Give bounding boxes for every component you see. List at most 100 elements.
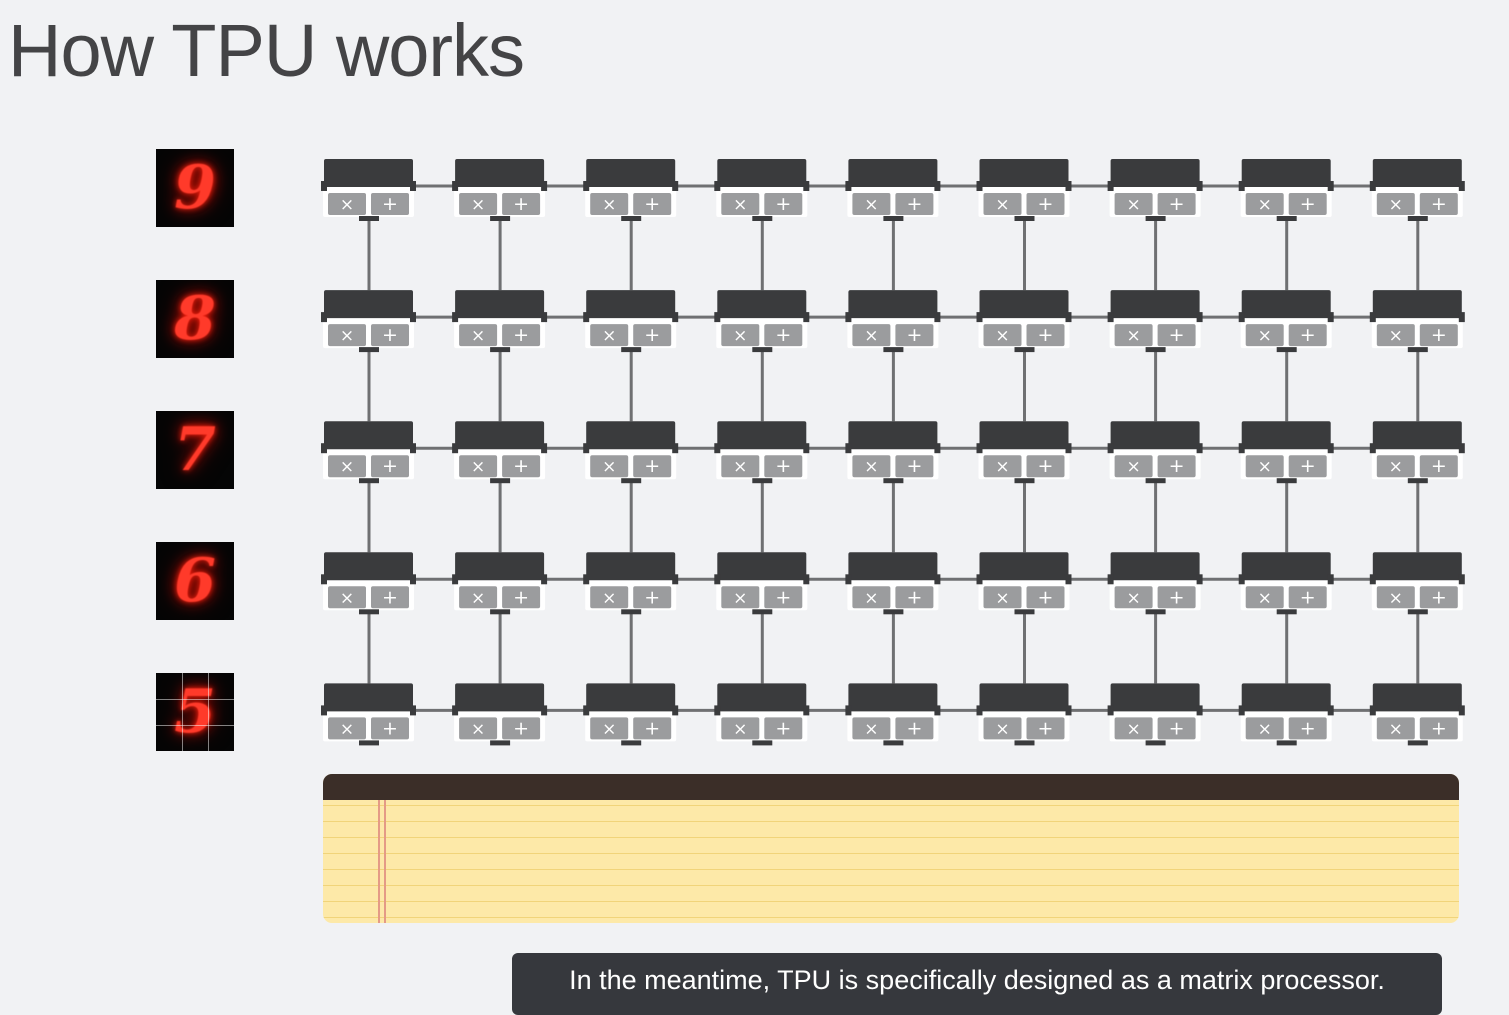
multiply-icon: ×: [995, 326, 1009, 346]
plus-icon: +: [1038, 586, 1054, 608]
cell-register: [1372, 552, 1462, 581]
cell-connector: [541, 312, 548, 323]
cell-connector: [1369, 181, 1376, 191]
plus-icon: +: [1300, 193, 1316, 215]
cell-connector: [1196, 705, 1203, 716]
plus-icon: +: [382, 324, 398, 346]
cell-connector: [490, 609, 511, 615]
plus-icon: +: [1431, 586, 1447, 608]
notepad-binding: [323, 774, 1459, 800]
cell-connector: [583, 181, 590, 191]
cell-connector: [883, 740, 904, 746]
cell-connector: [583, 705, 590, 716]
add-unit: [1288, 717, 1327, 740]
cell-connector: [1458, 574, 1465, 585]
multiply-icon: ×: [1126, 457, 1140, 477]
plus-icon: +: [1431, 324, 1447, 346]
multiply-icon: ×: [1258, 588, 1272, 608]
add-unit: [371, 586, 409, 609]
multiply-icon: ×: [602, 326, 616, 346]
cell-connector: [1196, 443, 1203, 454]
add-unit: [633, 324, 672, 347]
cell-connector: [976, 312, 983, 323]
multiply-icon: ×: [995, 457, 1009, 477]
add-unit: [764, 455, 803, 478]
cell-connector: [452, 312, 459, 323]
cell-connector: [410, 443, 416, 454]
multiply-unit: [983, 455, 1022, 478]
add-unit: [1026, 193, 1065, 215]
cell-connector: [845, 443, 852, 454]
cell-connector: [1107, 181, 1114, 191]
cell-connector: [883, 609, 904, 615]
add-unit: [502, 586, 541, 609]
cell-connector: [1327, 705, 1334, 716]
plus-icon: +: [1169, 455, 1185, 477]
cell-connector: [752, 478, 773, 484]
cell-connector: [1327, 574, 1334, 585]
add-unit: [633, 586, 672, 609]
multiply-unit: [459, 193, 498, 215]
multiply-icon: ×: [471, 326, 485, 346]
cell-connector: [1407, 347, 1428, 353]
cell-connector: [621, 347, 642, 353]
cell-connector: [1327, 181, 1334, 191]
plus-icon: +: [382, 586, 398, 608]
multiply-unit: [721, 324, 760, 347]
cell-register: [979, 290, 1069, 319]
multiply-icon: ×: [733, 457, 747, 477]
cell-register: [848, 159, 938, 187]
cell-register: [1241, 683, 1331, 712]
multiply-icon: ×: [864, 326, 878, 346]
add-unit: [502, 193, 541, 215]
cell-connector: [1014, 609, 1035, 615]
add-unit: [1419, 324, 1458, 347]
cell-connector: [803, 312, 810, 323]
multiply-icon: ×: [733, 719, 747, 739]
cell-connector: [490, 740, 511, 746]
plus-icon: +: [382, 717, 398, 739]
multiply-icon: ×: [1126, 326, 1140, 346]
cell-connector: [752, 347, 773, 353]
multiply-icon: ×: [602, 195, 616, 215]
cell-connector: [1458, 312, 1465, 323]
multiply-unit: [590, 717, 629, 740]
cell-register: [586, 421, 676, 450]
cell-connector: [1145, 478, 1166, 484]
cell-connector: [583, 574, 590, 585]
plus-icon: +: [644, 324, 660, 346]
multiply-icon: ×: [471, 588, 485, 608]
cell-connector: [1065, 443, 1072, 454]
cell-connector: [976, 574, 983, 585]
cell-connector: [490, 216, 511, 221]
cell-connector: [752, 609, 773, 615]
cell-register: [717, 290, 807, 319]
multiply-unit: [721, 717, 760, 740]
add-unit: [1419, 193, 1458, 215]
add-unit: [502, 324, 541, 347]
cell-connector: [1276, 347, 1297, 353]
pixel-gridline: [182, 673, 183, 751]
multiply-unit: [1114, 586, 1153, 609]
multiply-unit: [328, 455, 366, 478]
cell-connector: [976, 705, 983, 716]
add-unit: [1288, 324, 1327, 347]
plus-icon: +: [1038, 717, 1054, 739]
plus-icon: +: [775, 455, 791, 477]
cell-register: [848, 683, 938, 712]
add-unit: [502, 455, 541, 478]
cell-connector: [752, 740, 773, 746]
cell-register: [1241, 290, 1331, 319]
plus-icon: +: [775, 717, 791, 739]
multiply-unit: [1245, 455, 1284, 478]
plus-icon: +: [513, 586, 529, 608]
cell-connector: [541, 181, 548, 191]
multiply-icon: ×: [1126, 588, 1140, 608]
cell-connector: [1065, 181, 1072, 191]
cell-register: [1372, 290, 1462, 319]
add-unit: [1288, 586, 1327, 609]
cell-connector: [621, 216, 642, 221]
cell-connector: [934, 312, 941, 323]
plus-icon: +: [906, 586, 922, 608]
cell-register: [979, 421, 1069, 450]
